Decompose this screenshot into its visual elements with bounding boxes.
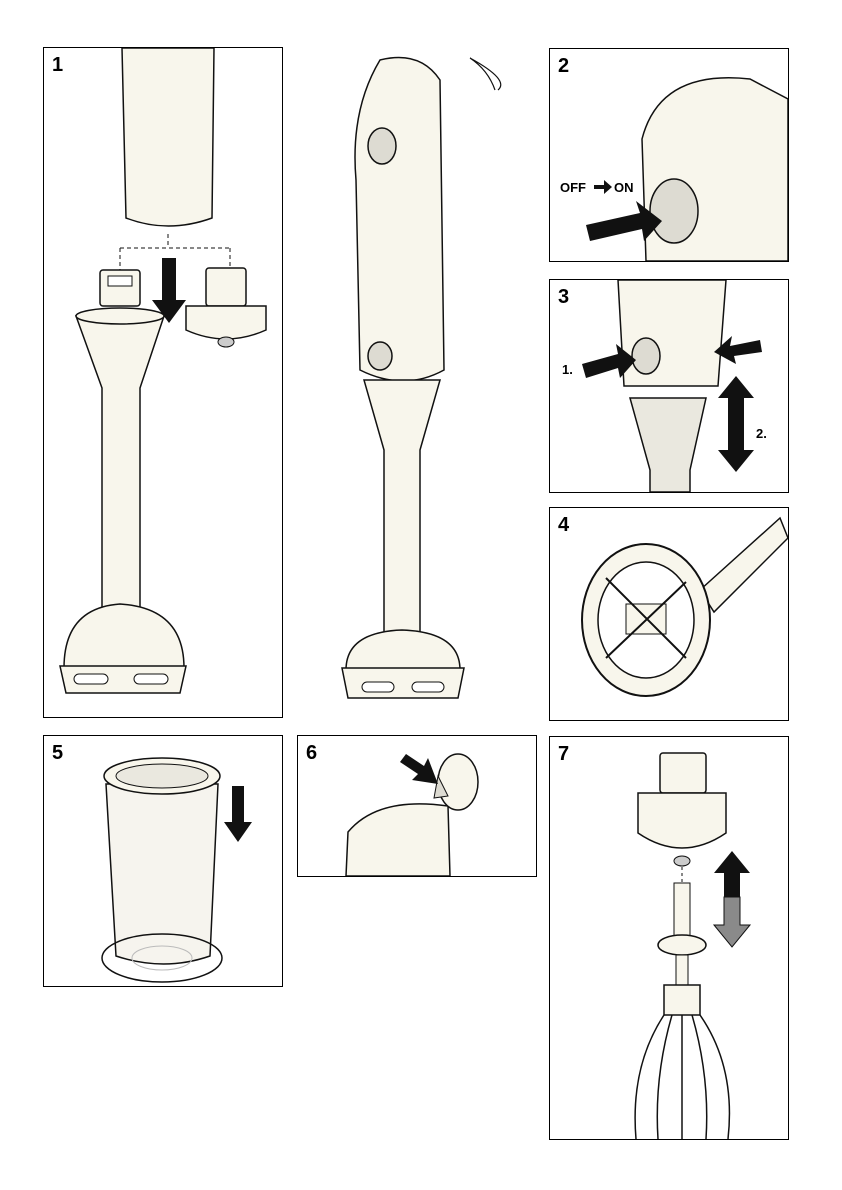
panel-number: 1 bbox=[52, 54, 63, 77]
detach-illustration: 1. 2. bbox=[550, 280, 788, 492]
whisk-illustration bbox=[550, 737, 788, 1139]
hand-blender-illustration bbox=[320, 50, 520, 710]
release-button bbox=[368, 342, 392, 370]
blade-illustration bbox=[550, 508, 788, 720]
panel-number: 4 bbox=[558, 514, 569, 537]
panel-number: 7 bbox=[558, 743, 569, 766]
assembly-illustration bbox=[44, 48, 282, 717]
panel-number: 5 bbox=[52, 742, 63, 765]
power-button bbox=[368, 128, 396, 164]
panel-number: 3 bbox=[558, 286, 569, 309]
off-label: OFF bbox=[560, 180, 586, 195]
panel-number: 6 bbox=[306, 742, 317, 765]
press-arrow-icon bbox=[400, 754, 438, 784]
wall-mount-illustration bbox=[298, 736, 536, 876]
panel-1: 1 bbox=[43, 47, 283, 718]
power-button bbox=[650, 179, 698, 243]
down-arrow-icon bbox=[224, 786, 252, 842]
switch-on-illustration: OFF ON bbox=[550, 49, 788, 261]
panel-6: 6 bbox=[297, 735, 537, 877]
panel-number: 2 bbox=[558, 55, 569, 78]
beaker-lid-illustration bbox=[44, 736, 282, 986]
step-2-label: 2. bbox=[756, 426, 767, 441]
panel-4: 4 bbox=[549, 507, 789, 721]
panel-3: 3 1. 2. bbox=[549, 279, 789, 493]
panel-2: 2 OFF ON bbox=[549, 48, 789, 262]
panel-7: 7 bbox=[549, 736, 789, 1140]
on-label: ON bbox=[614, 180, 634, 195]
panel-5: 5 bbox=[43, 735, 283, 987]
step-1-label: 1. bbox=[562, 362, 573, 377]
arrow-right-icon bbox=[594, 180, 612, 194]
down-arrow-icon bbox=[714, 897, 750, 947]
up-down-arrow-icon bbox=[718, 376, 754, 472]
